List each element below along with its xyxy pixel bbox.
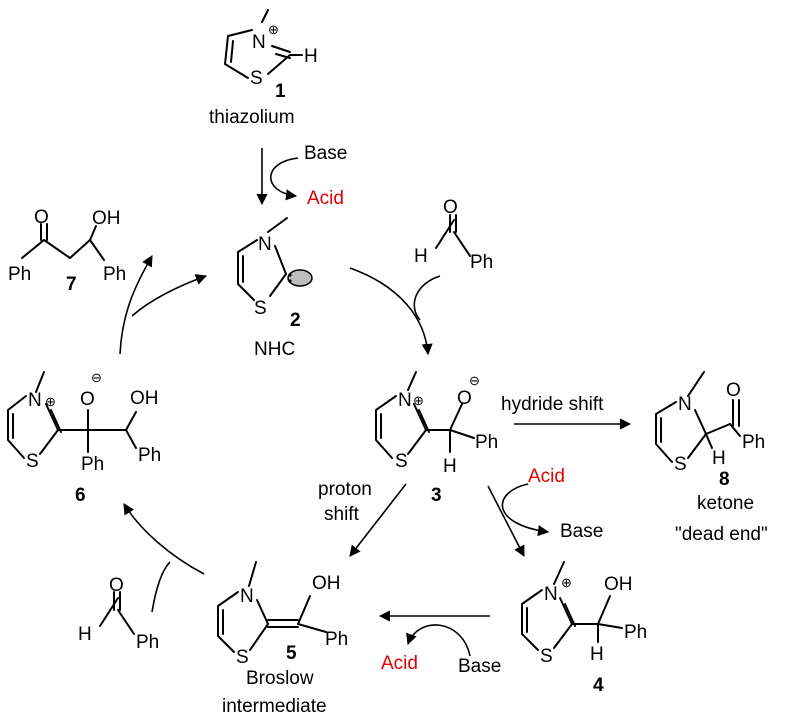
- atom-oh: OH: [312, 573, 341, 594]
- compound-number-4: 4: [593, 675, 604, 696]
- step-label-hydride-shift: hydride shift: [501, 394, 604, 415]
- compound-8-ketone: N O Ph H S 8 ketone "dead end": [655, 371, 768, 545]
- compound-number-5: 5: [286, 643, 297, 664]
- compound-name-ketone: ketone: [697, 493, 754, 514]
- atom-s: S: [254, 298, 267, 319]
- compound-name-nhc: NHC: [254, 339, 295, 360]
- atom-ph: Ph: [138, 445, 161, 466]
- atom-h: H: [304, 46, 318, 67]
- atom-o: O: [443, 197, 458, 218]
- atom-ph: Ph: [8, 264, 31, 285]
- reagent-acid: Acid: [528, 466, 565, 487]
- atom-h: H: [712, 448, 726, 469]
- atom-ph: Ph: [742, 432, 765, 453]
- atom-h: H: [414, 246, 428, 267]
- benzaldehyde-bottom: O H Ph: [78, 575, 159, 653]
- atom-ph: Ph: [470, 252, 493, 273]
- atom-oh: OH: [130, 388, 159, 409]
- compound-name-intermediate: intermediate: [222, 696, 327, 717]
- deprotonation-arrow-4-to-5: Base Acid: [378, 610, 501, 677]
- atom-o: O: [457, 388, 472, 409]
- atom-h: H: [443, 456, 457, 477]
- atom-oh: OH: [92, 208, 121, 229]
- positive-charge-icon: ⊕: [561, 575, 572, 590]
- compound-5-breslow: N OH Ph S 5 Broslow intermediate: [217, 561, 348, 717]
- step-label-shift: shift: [324, 504, 360, 525]
- atom-n: N: [398, 390, 412, 411]
- atom-o: O: [34, 207, 49, 228]
- atom-s: S: [250, 68, 263, 89]
- atom-n: N: [544, 584, 558, 605]
- atom-ph: Ph: [325, 629, 348, 650]
- positive-charge-icon: ⊕: [45, 394, 56, 409]
- compound-name-thiazolium: thiazolium: [209, 107, 295, 128]
- atom-n: N: [28, 390, 42, 411]
- benzaldehyde-top: O H Ph: [414, 197, 493, 273]
- compound-4: N ⊕ OH Ph H S 4: [521, 561, 647, 696]
- lone-pair-orbital-icon: [287, 269, 313, 287]
- atom-s: S: [395, 451, 408, 472]
- reagent-base: Base: [304, 143, 347, 164]
- compound-6: N ⊕ O ⊖ OH Ph Ph S 6: [7, 370, 161, 506]
- deprotonation-arrow: Base Acid: [256, 143, 347, 209]
- compound-1-thiazolium: N ⊕ H S 1 thiazolium: [209, 9, 318, 128]
- compound-number-1: 1: [275, 81, 286, 102]
- atom-o: O: [109, 575, 124, 596]
- atom-h: H: [78, 624, 92, 645]
- reagent-base: Base: [458, 656, 501, 677]
- compound-number-6: 6: [75, 485, 86, 506]
- reagent-acid: Acid: [307, 188, 344, 209]
- atom-s: S: [540, 646, 553, 667]
- positive-charge-icon: ⊕: [413, 393, 424, 408]
- negative-charge-icon: ⊖: [469, 373, 480, 388]
- atom-s: S: [674, 454, 687, 475]
- compound-2-nhc: N S 2 NHC: [237, 217, 313, 360]
- compound-name-dead-end: "dead end": [675, 524, 768, 545]
- atom-s: S: [26, 451, 39, 472]
- atom-n: N: [258, 234, 272, 255]
- proton-shift-arrow: proton shift: [318, 479, 407, 557]
- compound-number-7: 7: [66, 274, 77, 295]
- atom-ph: Ph: [81, 454, 104, 475]
- compound-7-benzoin: O OH Ph Ph 7: [8, 207, 126, 295]
- reagent-acid: Acid: [381, 653, 418, 674]
- atom-h: H: [590, 644, 604, 665]
- atom-ph: Ph: [103, 264, 126, 285]
- compound-number-2: 2: [290, 310, 301, 331]
- addition-arrow: [349, 267, 441, 356]
- atom-ph: Ph: [136, 632, 159, 653]
- compound-3: N ⊕ O ⊖ Ph H S 3: [375, 371, 498, 506]
- compound-number-8: 8: [719, 469, 730, 490]
- atom-n: N: [252, 32, 266, 53]
- protonation-arrow: Acid Base: [487, 466, 603, 557]
- elimination-arrow: [119, 255, 208, 355]
- compound-number-3: 3: [431, 485, 442, 506]
- atom-oh: OH: [604, 574, 633, 595]
- second-addition-arrow: [123, 503, 205, 613]
- atom-ph: Ph: [624, 622, 647, 643]
- atom-s: S: [236, 647, 249, 668]
- reagent-base: Base: [560, 521, 603, 542]
- atom-ph: Ph: [475, 432, 498, 453]
- atom-o: O: [726, 380, 741, 401]
- atom-o: O: [80, 389, 95, 410]
- negative-charge-icon: ⊖: [91, 370, 102, 385]
- atom-n: N: [240, 586, 254, 607]
- compound-name-broslow: Broslow: [246, 668, 314, 689]
- positive-charge-icon: ⊕: [268, 22, 279, 37]
- hydride-shift-arrow: hydride shift: [501, 394, 632, 430]
- step-label-proton: proton: [318, 479, 372, 500]
- atom-n: N: [678, 394, 692, 415]
